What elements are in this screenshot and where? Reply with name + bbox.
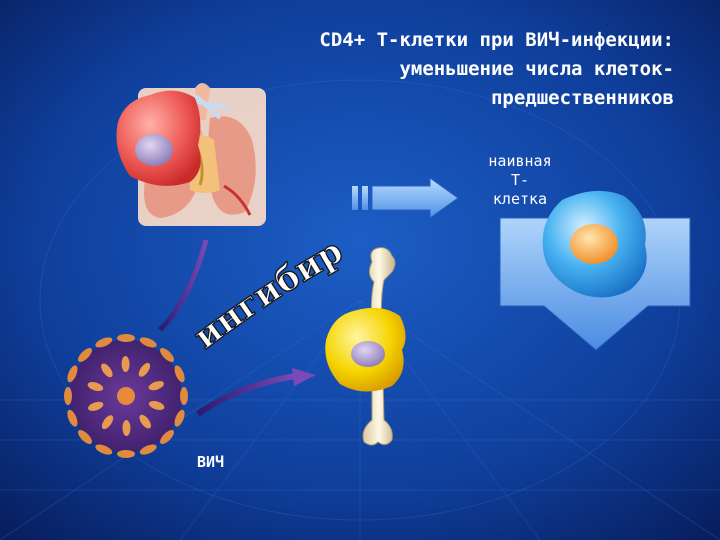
virus-spike bbox=[95, 337, 113, 348]
virus-spike bbox=[95, 444, 113, 455]
cell-nucleus bbox=[570, 224, 618, 264]
virus-icon bbox=[64, 334, 188, 458]
virus-spike bbox=[174, 365, 185, 383]
curved-arrow-right bbox=[196, 368, 316, 417]
virus-protein bbox=[122, 419, 131, 436]
virus-spike bbox=[139, 444, 157, 455]
virus-spike bbox=[78, 348, 92, 362]
virus-protein bbox=[148, 381, 164, 391]
virus-spike bbox=[64, 387, 72, 405]
virus-protein bbox=[101, 415, 114, 430]
thymus-cell bbox=[116, 90, 201, 186]
cell-nucleus bbox=[351, 341, 385, 367]
virus-protein bbox=[88, 401, 104, 411]
hiv-label: ВИЧ bbox=[197, 453, 225, 471]
virus-protein bbox=[101, 363, 113, 378]
virus-spike bbox=[67, 409, 78, 427]
slide-title: CD4+ Т-клетки при ВИЧ-инфекции: уменьшен… bbox=[154, 26, 674, 113]
arrow-icon bbox=[352, 177, 459, 219]
naive-label-line-1: наивная bbox=[488, 152, 552, 170]
cell-nucleus bbox=[135, 134, 173, 166]
virus-protein bbox=[87, 382, 104, 392]
virus-protein bbox=[121, 356, 130, 373]
title-line-1: CD4+ Т-клетки при ВИЧ-инфекции: bbox=[319, 29, 674, 51]
title-line-2: уменьшение числа клеток- bbox=[399, 58, 674, 80]
virus-spike bbox=[180, 387, 188, 405]
virus-spike bbox=[160, 430, 174, 444]
curved-arrow-down bbox=[158, 239, 209, 332]
virus-spike bbox=[78, 430, 92, 444]
virus-spike bbox=[160, 348, 174, 362]
virus-spike bbox=[174, 409, 185, 427]
virus-protein bbox=[138, 362, 151, 377]
virus-protein bbox=[139, 414, 151, 429]
naive-label-line-3: клетка bbox=[492, 190, 548, 208]
virus-spike bbox=[117, 450, 135, 458]
title-line-3: предшественников bbox=[490, 87, 674, 109]
naive-label-line-2: Т- bbox=[510, 171, 530, 189]
virus-spike bbox=[117, 334, 135, 342]
naive-t-cell bbox=[542, 190, 647, 298]
bone-marrow-cell bbox=[325, 307, 406, 392]
virus-spike bbox=[139, 337, 157, 348]
naive-cell-label: наивная Т- клетка bbox=[470, 152, 570, 209]
virus-spike bbox=[67, 365, 78, 383]
virus-protein bbox=[148, 400, 165, 410]
